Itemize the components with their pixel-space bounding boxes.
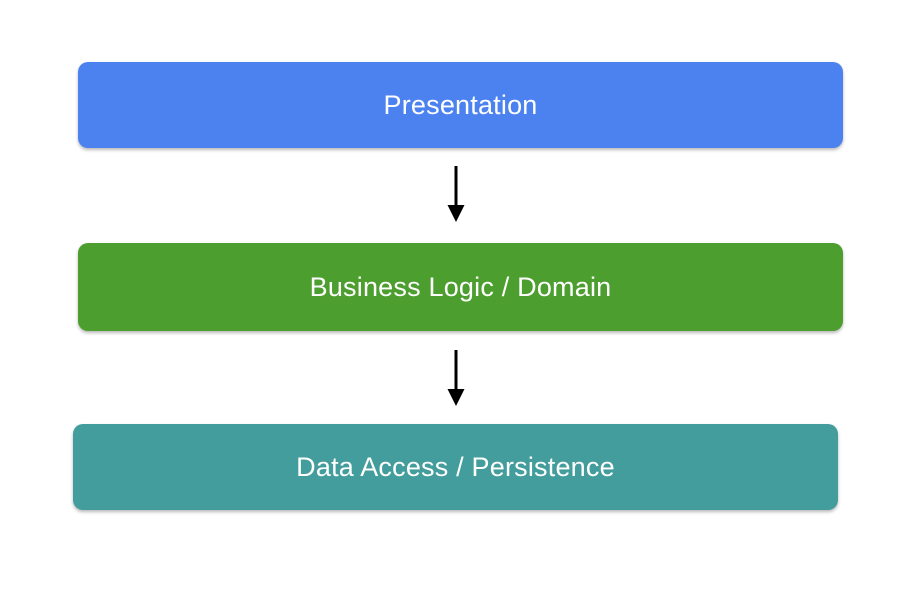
layer-label-presentation: Presentation xyxy=(383,89,538,120)
layer-box-presentation: Presentation xyxy=(78,62,843,148)
layer-label-data-access: Data Access / Persistence xyxy=(296,451,615,482)
layer-box-business-logic: Business Logic / Domain xyxy=(78,243,843,331)
down-arrow-icon xyxy=(447,350,465,406)
layer-label-business-logic: Business Logic / Domain xyxy=(309,271,612,302)
layer-box-data-access: Data Access / Persistence xyxy=(73,424,838,510)
down-arrow-icon xyxy=(447,166,465,222)
